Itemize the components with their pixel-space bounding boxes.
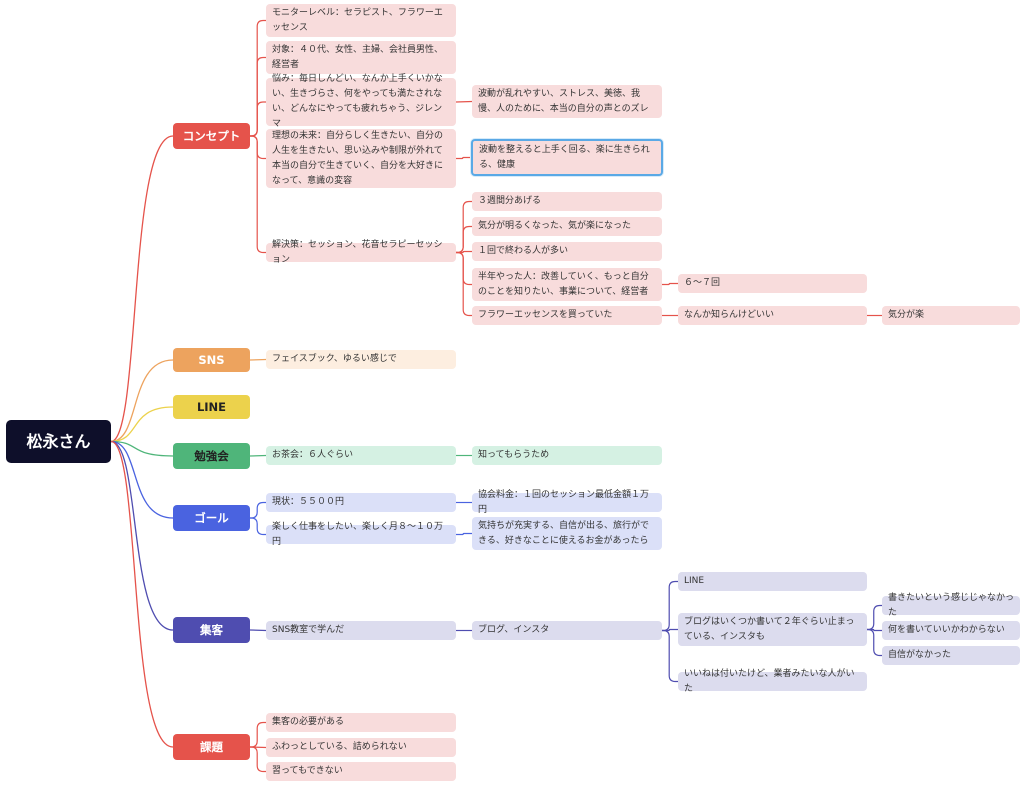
connector: [455, 100, 473, 103]
solution-item-flower-essence[interactable]: フラワーエッセンスを買っていた: [472, 306, 662, 325]
connector: [250, 517, 266, 536]
topic-issues[interactable]: 課題: [173, 734, 250, 760]
issue-vague[interactable]: ふわっとしている、詰められない: [266, 738, 456, 757]
topic-customer-acquisition[interactable]: 集客: [173, 617, 250, 643]
connector: [250, 101, 266, 137]
connector: [249, 358, 267, 361]
topic-line[interactable]: LINE: [173, 395, 250, 419]
connector: [867, 604, 882, 631]
connector: [456, 251, 472, 317]
connector: [249, 629, 267, 632]
connector: [867, 628, 882, 632]
concept-worry-detail[interactable]: 波動が乱れやすい、ストレス、美徳、我慢、人のために、本当の自分の声とのズレ: [472, 85, 662, 118]
connector: [456, 250, 472, 254]
solution-item-feeling-better[interactable]: 気分が明るくなった、気が楽になった: [472, 217, 662, 236]
reason-dont-know-what-to-write[interactable]: 何を書いていいかわからない: [882, 621, 1020, 640]
issue-need-acquisition[interactable]: 集客の必要がある: [266, 713, 456, 732]
connector: [662, 628, 678, 632]
connector: [456, 200, 472, 254]
connector: [250, 19, 266, 137]
root-connector: [110, 359, 174, 443]
connector: [867, 628, 882, 657]
concept-target[interactable]: 対象：４０代、女性、主婦、会社員男性、経営者: [266, 41, 456, 74]
goal-want[interactable]: 楽しく仕事をしたい、楽しく月８〜１０万円: [266, 522, 456, 547]
connector: [250, 135, 266, 254]
root-connector: [110, 440, 174, 748]
connector: [249, 746, 267, 749]
concept-solution[interactable]: 解決策：セッション、花音セラピーセッション: [266, 240, 456, 265]
connector: [250, 501, 266, 519]
connector: [456, 225, 472, 254]
connector: [662, 282, 678, 286]
root-connector: [110, 440, 174, 519]
solution-item-half-year-count[interactable]: ６〜７回: [678, 274, 867, 293]
collect-blog-instagram[interactable]: ブログ、インスタ: [472, 621, 662, 640]
issue-cant-do-after-learning[interactable]: 習ってもできない: [266, 762, 456, 781]
root-connector: [110, 440, 174, 631]
collect-blog-stopped[interactable]: ブログはいくつか書いて２年ぐらい止まっている、インスタも: [678, 613, 867, 646]
goal-current[interactable]: 現状：５５００円: [266, 493, 456, 512]
solution-item-half-year[interactable]: 半年やった人：改善していく、もっと自分のことを知りたい、事業について、経営者: [472, 268, 662, 301]
topic-study-session[interactable]: 勉強会: [173, 443, 250, 469]
topic-goal[interactable]: ゴール: [173, 505, 250, 531]
connector: [662, 629, 678, 683]
connector: [456, 156, 471, 160]
reason-no-confidence[interactable]: 自信がなかった: [882, 646, 1020, 665]
connector: [250, 56, 266, 137]
connector: [456, 251, 472, 286]
collect-line[interactable]: LINE: [678, 572, 867, 591]
root-connector: [110, 135, 174, 443]
connector: [456, 532, 472, 536]
connector: [250, 721, 266, 748]
root-node[interactable]: 松永さん: [6, 420, 111, 463]
connector: [249, 454, 267, 457]
solution-item-three-weeks[interactable]: ３週間分あげる: [472, 192, 662, 211]
topic-concept[interactable]: コンセプト: [173, 123, 250, 149]
study-purpose[interactable]: 知ってもらうため: [472, 446, 662, 465]
solution-item-one-time[interactable]: １回で終わる人が多い: [472, 242, 662, 261]
goal-want-detail[interactable]: 気持ちが充実する、自信が出る、旅行ができる、好きなことに使えるお金があったら: [472, 517, 662, 550]
sns-detail[interactable]: フェイスブック、ゆるい感じで: [266, 350, 456, 369]
connector: [662, 580, 678, 632]
collect-learned-sns-class[interactable]: SNS教室で学んだ: [266, 621, 456, 640]
root-connector: [110, 406, 174, 443]
collect-likes-from-vendors[interactable]: いいねは付いたけど、業者みたいな人がいた: [678, 669, 867, 694]
reason-did-not-feel-like-writing[interactable]: 書きたいという感じじゃなかった: [882, 593, 1020, 618]
concept-worry[interactable]: 悩み：毎日しんどい、なんか上手くいかない、生きづらさ、何をやっても満たされない、…: [266, 74, 456, 129]
concept-ideal-future[interactable]: 理想の未来：自分らしく生きたい、自分の人生を生きたい、思い込みや制限が外れて本当…: [266, 129, 456, 188]
solution-item-flower-essence-detail[interactable]: なんか知らんけどいい: [678, 306, 867, 325]
topic-sns[interactable]: SNS: [173, 348, 250, 372]
root-connector: [110, 440, 174, 457]
concept-monitor-level[interactable]: モニターレベル：セラピスト、フラワーエッセンス: [266, 4, 456, 37]
goal-association-fee[interactable]: 協会料金：１回のセッション最低金額１万円: [472, 490, 662, 515]
solution-item-flower-essence-feeling[interactable]: 気分が楽: [882, 306, 1020, 325]
connector: [250, 135, 266, 160]
study-tea-party[interactable]: お茶会：６人ぐらい: [266, 446, 456, 465]
connector: [250, 746, 266, 773]
concept-ideal-detail-selected[interactable]: 波動を整えると上手く回る、楽に生きられる、健康: [471, 139, 663, 176]
